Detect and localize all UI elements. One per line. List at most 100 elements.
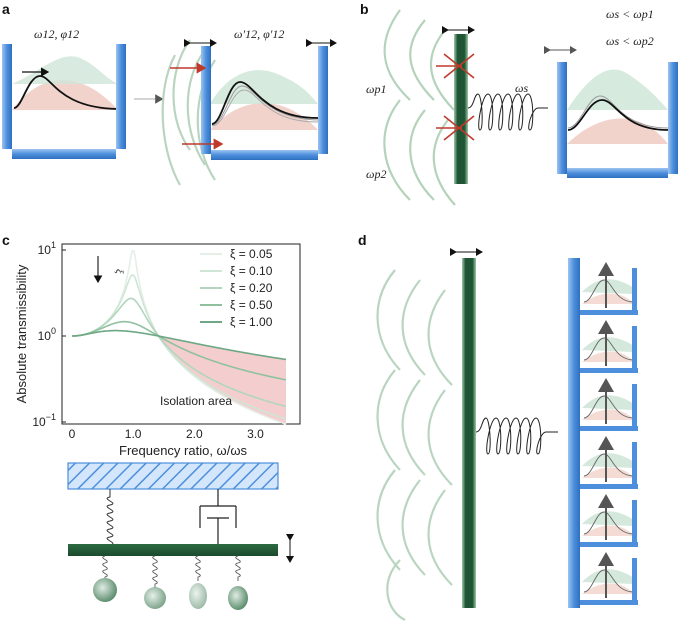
- mini-floor: [580, 368, 638, 373]
- y-tick-label: 100: [38, 326, 56, 343]
- cavity-b-wall-right: [668, 62, 678, 174]
- cavity-b-wall-left: [557, 62, 567, 174]
- mini-pink-mode: [582, 351, 634, 362]
- mini-pink-mode: [582, 583, 634, 594]
- condition-ws-lt-wp2: ωs < ωp2: [606, 34, 654, 48]
- mini-cavity: [580, 552, 638, 605]
- cavity-b-pink-mode: [567, 118, 668, 144]
- panel-d-cavity-array-wall: [568, 258, 580, 608]
- panel-a: a ω12, φ12: [2, 1, 337, 186]
- x-axis-label: Frequency ratio, ω/ωs: [119, 443, 247, 458]
- label-omega12-phi12-prime: ω′12, φ′12: [234, 27, 284, 41]
- cavity-right-floor: [211, 150, 318, 160]
- mini-pink-mode: [582, 525, 634, 536]
- mini-cavity: [580, 494, 638, 547]
- legend: ξ = 0.05ξ = 0.10ξ = 0.20ξ = 0.50ξ = 1.00: [200, 247, 273, 329]
- chart-frame: [61, 243, 301, 425]
- label-omega-p2: ωp2: [366, 167, 386, 181]
- isolated-mass-plate: [68, 544, 278, 556]
- mini-green-mode: [582, 569, 634, 584]
- mini-response-curve: [583, 337, 635, 361]
- cavity-right-green-mode: [210, 70, 318, 104]
- isolator-spring: [106, 489, 114, 555]
- y-tick-label: 10−1: [32, 412, 56, 429]
- panel-letter-b: b: [360, 1, 369, 17]
- mini-response-curve: [583, 279, 635, 303]
- mini-cavity: [580, 320, 638, 373]
- isolator-damper: [199, 489, 237, 545]
- cavity-right-wall-left: [201, 46, 211, 154]
- cavity-left-floor: [12, 149, 116, 159]
- mini-right-wall: [632, 558, 637, 604]
- x-tick-label: 0: [69, 427, 76, 441]
- panel-letter-c: c: [2, 232, 10, 248]
- series-line-4: [72, 329, 287, 361]
- damping-arrow-label: ξ: [113, 269, 125, 274]
- label-omega-s-b: ωs: [515, 81, 528, 95]
- panel-d-wavefronts: [376, 269, 453, 621]
- hanging-springs: [102, 555, 241, 588]
- legend-label: ξ = 1.00: [230, 315, 273, 329]
- x-tick-label: 2.0: [186, 427, 203, 441]
- cavity-b-green-mode: [567, 69, 668, 110]
- mini-response-curve: [583, 569, 635, 593]
- mini-green-mode: [582, 279, 634, 294]
- cavity-b-response-faint: [567, 95, 669, 129]
- hanging-mass-4: [228, 586, 248, 610]
- mini-green-mode: [582, 395, 634, 410]
- x-tick-label: 3.0: [247, 427, 264, 441]
- label-omega12-phi12: ω12, φ12: [34, 27, 79, 41]
- mini-green-mode: [582, 453, 634, 468]
- mini-response-curve: [583, 511, 635, 535]
- panel-b: b ωs ωp1 ωp2: [360, 1, 678, 206]
- legend-label: ξ = 0.50: [230, 298, 273, 312]
- mini-response-curve: [583, 453, 635, 477]
- series-line-2: [72, 297, 287, 408]
- y-axis-label: Absolute transmissibility: [14, 264, 29, 403]
- cavity-left-wall-left: [2, 44, 12, 149]
- condition-ws-lt-wp1: ωs < ωp1: [606, 7, 654, 21]
- cavity-b: [544, 46, 678, 178]
- cavity-right-response-curve: [211, 81, 319, 125]
- mini-cavity: [580, 262, 638, 315]
- series-line-3: [72, 320, 287, 381]
- cavity-right-pink-mode: [210, 102, 318, 130]
- mini-floor: [580, 542, 638, 547]
- hanging-mass-2: [144, 587, 166, 609]
- panel-letter-a: a: [2, 1, 10, 17]
- panel-b-membrane: [454, 34, 468, 184]
- isolation-area: [158, 336, 286, 425]
- mini-pink-mode: [582, 467, 634, 478]
- mini-right-wall: [632, 384, 637, 430]
- cavity-left-wall-right: [116, 44, 126, 149]
- fixed-support-hatched: [67, 462, 279, 490]
- cavity-b-floor: [567, 168, 668, 178]
- blocked-excitation-bottom-icon: [436, 115, 475, 141]
- cavity-right-response-faint-1: [211, 85, 319, 126]
- mini-floor: [580, 484, 638, 489]
- mini-right-wall: [632, 500, 637, 546]
- cavity-b-response-curve: [567, 99, 669, 131]
- panel-d: d: [358, 232, 638, 621]
- mini-floor: [580, 310, 638, 315]
- mini-response-curve: [583, 395, 635, 419]
- legend-label: ξ = 0.05: [230, 247, 273, 261]
- cavity-right-response-faint-2: [211, 89, 319, 127]
- cavity-left-green-mode: [12, 56, 118, 84]
- mini-right-wall: [632, 268, 637, 314]
- mini-cavity: [580, 378, 638, 431]
- mini-floor: [580, 426, 638, 431]
- panel-b-wavefronts: [383, 9, 456, 206]
- mini-floor: [580, 600, 638, 605]
- panel-d-spring: [475, 417, 558, 455]
- cavity-left: ω12, φ12: [2, 27, 126, 159]
- mini-green-mode: [582, 337, 634, 352]
- x-tick-label: 1.0: [125, 427, 142, 441]
- isolator-schematic: [67, 462, 294, 610]
- legend-label: ξ = 0.20: [230, 281, 273, 295]
- mini-pink-mode: [582, 293, 634, 304]
- mini-right-wall: [632, 326, 637, 372]
